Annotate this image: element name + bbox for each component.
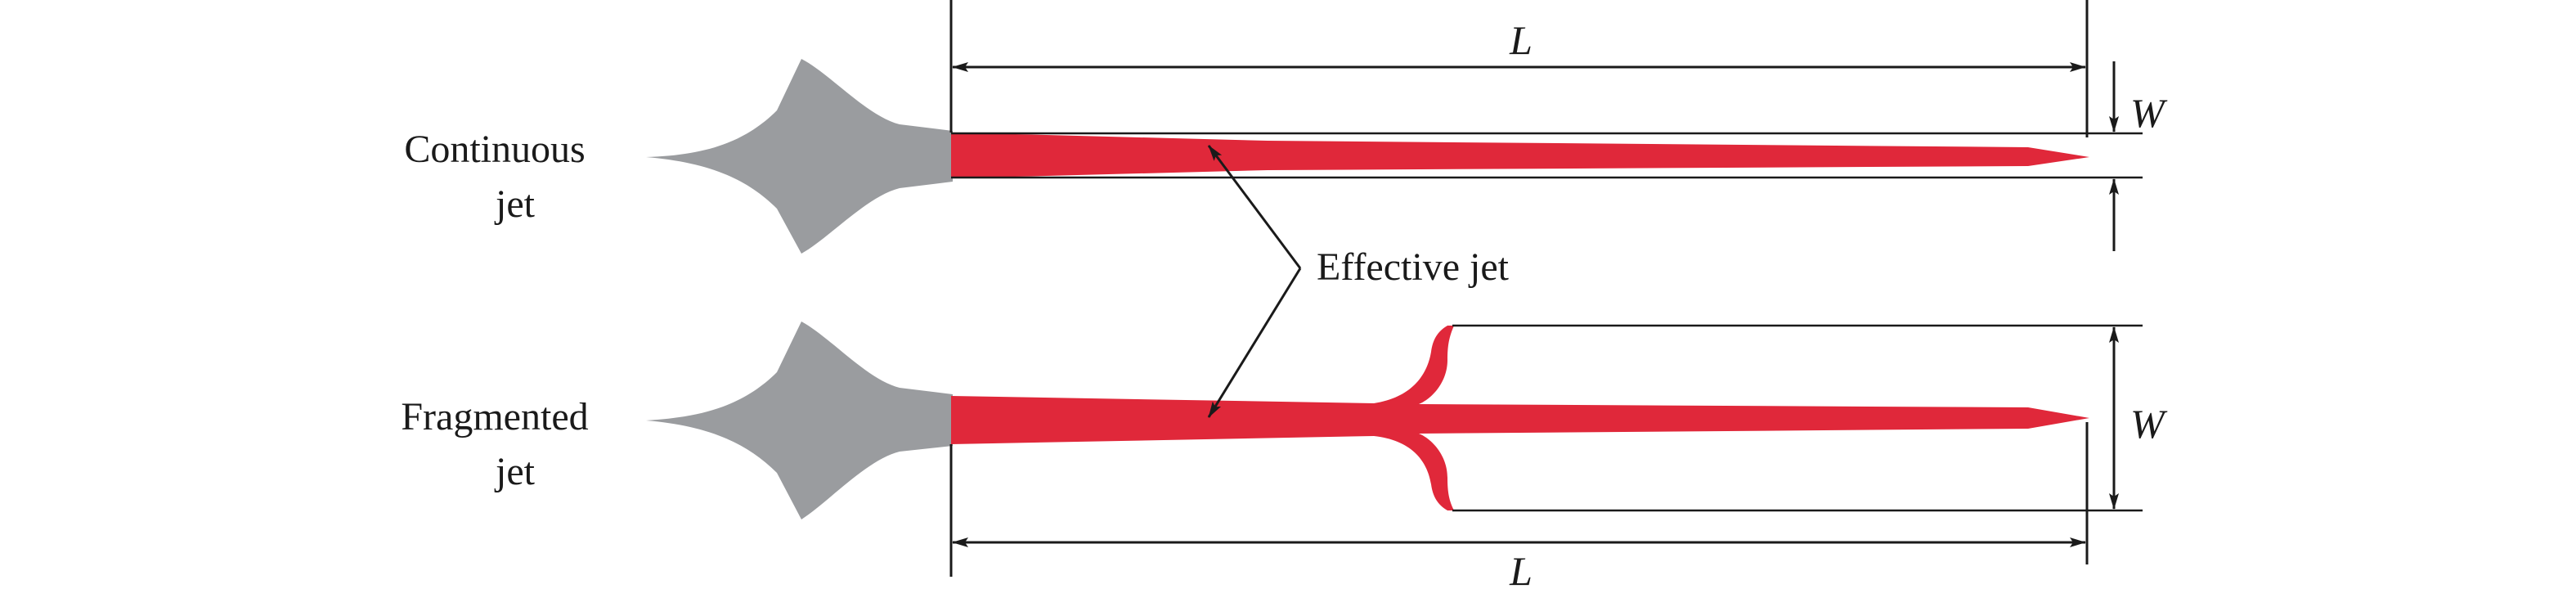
width-label-top: W <box>2130 90 2168 136</box>
leader-to-continuous-jet <box>1207 145 1302 269</box>
continuous-jet-body <box>951 133 2089 178</box>
fragmented-jet-body <box>951 326 2089 510</box>
fragmented-jet-label-line1: Fragmented <box>401 395 588 438</box>
continuous-jet-label-line1: Continuous <box>404 128 585 171</box>
width-label-bottom: W <box>2130 401 2168 447</box>
fragmented-liner-slug <box>646 321 953 519</box>
effective-jet-label: Effective jet <box>1317 245 1510 289</box>
top-dimensions <box>949 0 2143 251</box>
leader-to-fragmented-jet <box>1207 268 1302 418</box>
bottom-dimensions <box>949 324 2143 577</box>
length-label-bottom: L <box>1509 548 1533 594</box>
length-label-top: L <box>1509 17 1533 63</box>
fragmented-jet-label-line2: jet <box>494 450 536 493</box>
continuous-liner-slug <box>646 59 953 254</box>
effective-jet-leaders <box>1207 145 1302 418</box>
continuous-jet-label-line2: jet <box>494 182 536 226</box>
fragmented-jet-group <box>646 321 2089 519</box>
continuous-jet-group <box>646 59 2089 254</box>
